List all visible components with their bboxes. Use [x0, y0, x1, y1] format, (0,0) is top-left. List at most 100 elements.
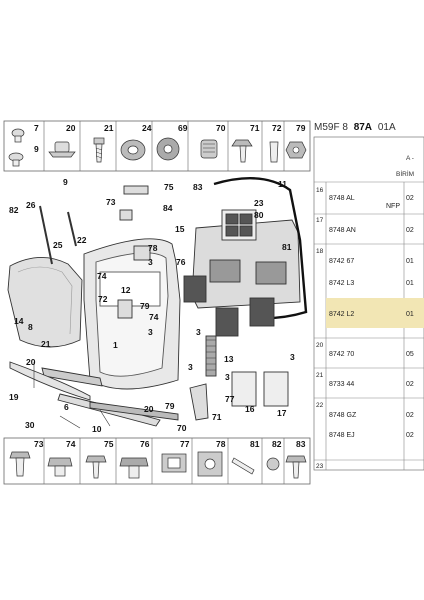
part-number: 8733 44: [329, 381, 354, 388]
top-strip-num: 20: [66, 123, 76, 133]
callout: 82: [9, 205, 19, 215]
part-qty: 02: [406, 412, 414, 419]
part-qty: 02: [406, 195, 414, 202]
callout: 75: [164, 182, 174, 192]
hinge-bracket: [123, 185, 149, 195]
callout: 16: [245, 404, 255, 414]
bottom-strip-num: 76: [140, 439, 150, 449]
exploded-view: [7, 177, 308, 429]
callout: 78: [148, 243, 158, 253]
part-qty: 01: [406, 311, 414, 318]
part-number: 8748 GZ: [329, 412, 357, 419]
callout: 23: [254, 198, 264, 208]
callout: 8: [28, 322, 33, 332]
gas-strut: [67, 211, 77, 247]
row-index: 16: [316, 187, 324, 194]
callout: 81: [282, 242, 292, 252]
callout: 79: [165, 401, 175, 411]
callout: 74: [97, 271, 107, 281]
pin-icon: [269, 141, 279, 163]
part-number: 8742 L3: [329, 280, 354, 287]
lock-unit: [117, 299, 133, 319]
catalog-code-bold: 87A: [354, 122, 372, 133]
col-a-header: A -: [406, 155, 414, 162]
part-qty: 01: [406, 258, 414, 265]
table-row[interactable]: 8748 EJ 02: [329, 432, 414, 439]
callout: 30: [25, 420, 35, 430]
callout: 17: [277, 408, 287, 418]
table-row[interactable]: 21 8733 44 02: [316, 372, 414, 388]
row-index: 21: [316, 372, 324, 379]
part-qty: 01: [406, 280, 414, 287]
bottom-strip-num: 82: [272, 439, 282, 449]
nut-icon: [156, 137, 180, 161]
highlighted-callout: 19: [9, 392, 19, 402]
part-number: 8742 67: [329, 258, 354, 265]
bottom-strip-num: 73: [34, 439, 44, 449]
callout: 72: [98, 294, 108, 304]
callout: 20: [144, 404, 154, 414]
callout: 3: [188, 362, 193, 372]
row-index: 18: [316, 248, 324, 255]
push-clip-icon: [48, 141, 76, 158]
clip-bracket: [189, 383, 209, 421]
top-strip-num: 7: [34, 123, 39, 133]
top-strip-num: 24: [142, 123, 152, 133]
row-index: 17: [316, 217, 324, 224]
callout: 10: [92, 424, 102, 434]
callout: 9: [63, 177, 68, 187]
callout: 3: [290, 352, 295, 362]
table-row[interactable]: 18 8742 67 01: [316, 248, 414, 265]
callout: 15: [175, 224, 185, 234]
handle-assembly: [231, 371, 257, 407]
table-row[interactable]: 23: [316, 463, 324, 470]
nut-icon: [47, 457, 73, 477]
parts-table: M59F 8 87A 01A A - BİRİM 16 8748 AL NFP …: [313, 122, 424, 471]
bottom-strip-num: 74: [66, 439, 76, 449]
garnish-strip: [9, 361, 91, 401]
callout: 1: [113, 340, 118, 350]
callout: 6: [64, 402, 69, 412]
bottom-fastener-strip: 73 74 75 76 77 78 81 82 83: [3, 437, 311, 485]
rear-window-glass: [7, 257, 83, 348]
callout: 26: [26, 200, 36, 210]
callout: 25: [53, 240, 63, 250]
callout: 11: [278, 179, 287, 189]
retainer-clip-icon: [200, 139, 218, 159]
table-row[interactable]: 8742 L3 01: [329, 280, 414, 287]
callout: 84: [163, 203, 173, 213]
bottom-strip-num: 75: [104, 439, 114, 449]
screw-icon: [85, 455, 107, 479]
part-number: 8748 AL: [329, 195, 355, 202]
part-note: NFP: [386, 203, 400, 210]
top-strip-num: 9: [34, 144, 39, 154]
bolt-icon: [285, 455, 307, 479]
top-strip-num: 69: [178, 123, 188, 133]
clip-nut-icon: [197, 451, 223, 477]
callout: 80: [254, 210, 264, 220]
callout: 3: [148, 327, 153, 337]
table-row[interactable]: 16 8748 AL NFP 02: [316, 187, 414, 210]
bottom-strip-num: 83: [296, 439, 306, 449]
callout: 71: [212, 412, 222, 422]
part-qty: 05: [406, 351, 414, 358]
table-row[interactable]: 22 8748 GZ 02: [316, 402, 414, 419]
part-qty: 02: [406, 432, 414, 439]
part-number: 8748 AN: [329, 227, 356, 234]
callout: 3: [196, 327, 201, 337]
top-strip-num: 72: [272, 123, 282, 133]
callout: 79: [140, 301, 150, 311]
table-row[interactable]: 17 8748 AN 02: [316, 217, 414, 234]
callout: 3: [225, 372, 230, 382]
callout: 83: [193, 182, 203, 192]
grommet-icon: [120, 139, 146, 161]
callout: 74: [149, 312, 159, 322]
spring-gasket: [205, 335, 217, 377]
washer-icon: [266, 457, 280, 471]
top-fastener-strip: 7 9 20 21 24 69 70 71 72 79: [3, 120, 311, 172]
callout: 70: [177, 423, 187, 433]
table-row[interactable]: 20 8742 70 05: [316, 342, 414, 358]
top-strip-num: 79: [296, 123, 306, 133]
lower-strip: [41, 367, 103, 387]
table-row-selected[interactable]: 8742 L2 01: [329, 311, 414, 318]
